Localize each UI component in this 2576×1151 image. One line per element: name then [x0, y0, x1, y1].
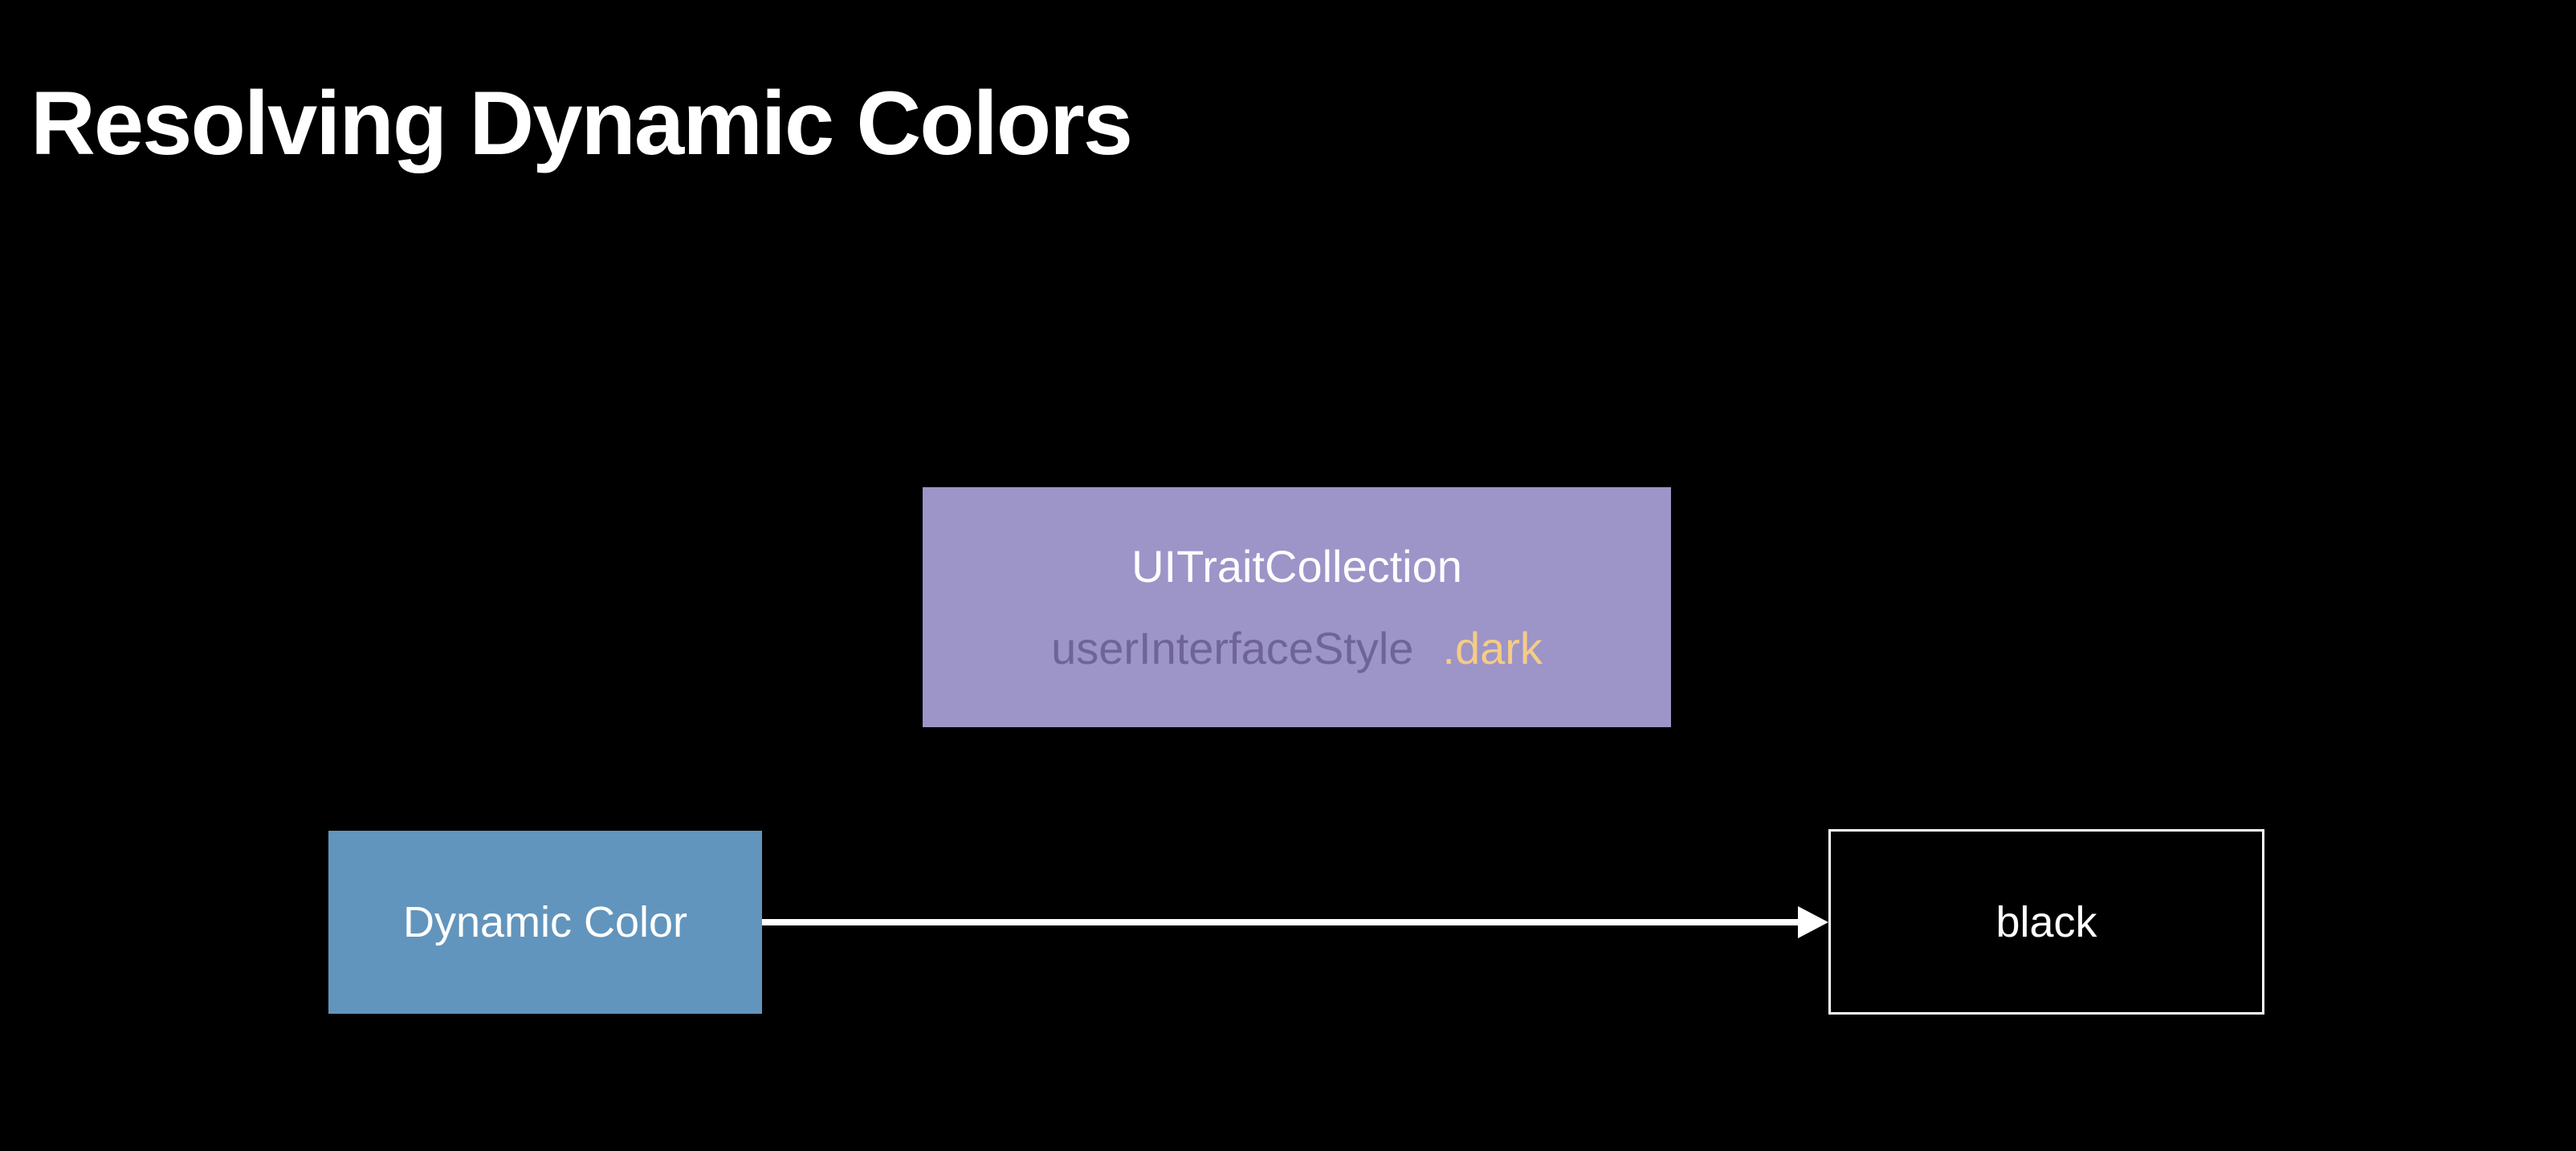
arrow-shaft — [762, 919, 1798, 925]
trait-collection-title: UITraitCollection — [1131, 540, 1462, 592]
property-name-label: userInterfaceStyle — [1051, 622, 1414, 673]
dynamic-color-label: Dynamic Color — [402, 898, 688, 946]
arrow-head-icon — [1798, 906, 1828, 938]
trait-property-line: userInterfaceStyle .dark — [1051, 622, 1543, 673]
slide-title: Resolving Dynamic Colors — [31, 73, 1133, 174]
resolved-color-box: black — [1828, 829, 2264, 1015]
resolved-color-label: black — [1995, 897, 2097, 946]
property-value-label: .dark — [1442, 622, 1543, 673]
trait-collection-box: UITraitCollection userInterfaceStyle .da… — [923, 487, 1671, 727]
dynamic-color-box: Dynamic Color — [328, 831, 762, 1014]
